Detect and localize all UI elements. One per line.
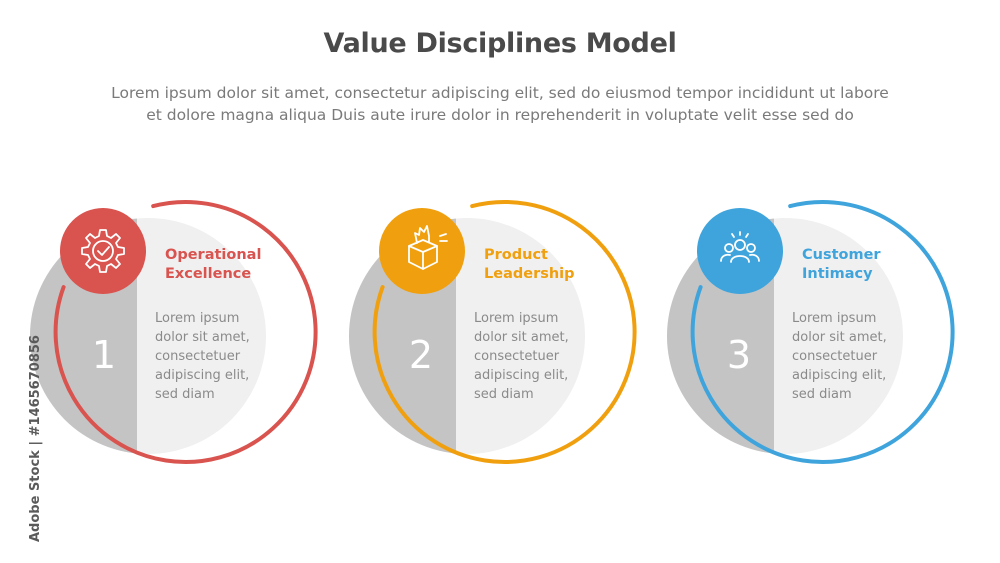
card-3-outer-ring (690, 200, 955, 464)
card-2-body-line-5: sed diam (474, 387, 534, 402)
subtitle-line-1: Lorem ipsum dolor sit amet, consectetur … (111, 84, 889, 102)
card-1-outer-ring (53, 200, 318, 464)
card-2-body-line-3: consectetuer (474, 349, 560, 364)
card-3-title-line-1: Customer (802, 247, 881, 263)
card-2-body-line-4: adipiscing elit, (474, 368, 568, 383)
card-3-title-line-2: Intimacy (802, 266, 873, 282)
product-box-icon (408, 225, 448, 270)
card-2-title-line-2: Leadership (484, 266, 575, 282)
card-1-title-line-1: Operational (165, 247, 261, 263)
card-3-body-line-4: adipiscing elit, (792, 368, 886, 383)
card-1-title-line-2: Excellence (165, 266, 251, 282)
people-group-icon (720, 231, 760, 263)
card-2-body-line-2: dolor sit amet, (474, 330, 569, 345)
discipline-card-2: Product Leadership 2 Lorem ipsum dolor s… (349, 200, 637, 464)
card-2-outer-ring (372, 200, 637, 464)
card-2-number: 2 (409, 333, 433, 377)
discipline-card-3: Customer Intimacy 3 Lorem ipsum dolor si… (667, 200, 955, 464)
card-3-body-line-3: consectetuer (792, 349, 878, 364)
stock-watermark: Adobe Stock | #1465670856 (6, 310, 43, 550)
card-1-body-line-1: Lorem ipsum (155, 311, 239, 326)
stock-watermark-text: Adobe Stock | #1465670856 (28, 335, 43, 542)
page-title: Value Disciplines Model (323, 28, 677, 59)
card-3-body-line-1: Lorem ipsum (792, 311, 876, 326)
card-3-body-line-5: sed diam (792, 387, 852, 402)
card-1-body-line-5: sed diam (155, 387, 215, 402)
gear-check-icon (81, 229, 125, 273)
card-3-icon-badge (697, 208, 783, 294)
card-2-title-line-1: Product (484, 247, 548, 263)
card-3-body-line-2: dolor sit amet, (792, 330, 887, 345)
card-2-body-line-1: Lorem ipsum (474, 311, 558, 326)
card-1-number: 1 (92, 333, 116, 377)
card-1-body-line-3: consectetuer (155, 349, 241, 364)
card-1-body-line-2: dolor sit amet, (155, 330, 250, 345)
subtitle-line-2: et dolore magna aliqua Duis aute irure d… (146, 106, 854, 124)
card-1-body-line-4: adipiscing elit, (155, 368, 249, 383)
card-3-number: 3 (727, 333, 751, 377)
card-1-icon-badge (60, 208, 146, 294)
discipline-card-1: Operational Excellence 1 Lorem ipsum dol… (30, 200, 318, 464)
page-subtitle: Lorem ipsum dolor sit amet, consectetur … (40, 82, 960, 126)
